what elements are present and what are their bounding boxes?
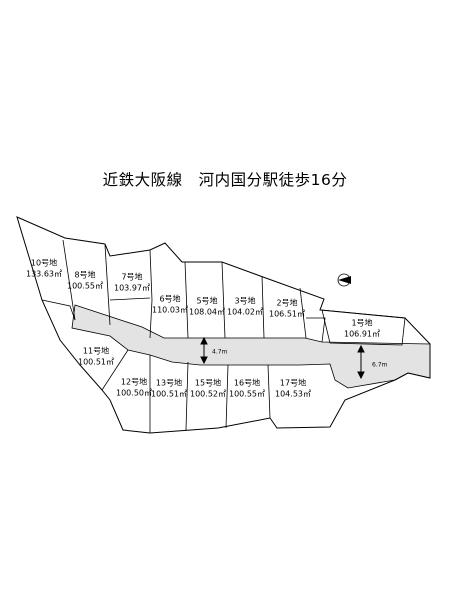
road-width-arrow-entrance xyxy=(357,344,365,380)
lot-16: 16号地 100.55㎡ xyxy=(229,379,265,400)
lot-3: 3号地 104.02㎡ xyxy=(227,297,263,318)
lot-name: 3号地 xyxy=(234,296,256,306)
lot-lines xyxy=(41,239,406,433)
lot-name: 5号地 xyxy=(196,296,218,306)
lot-name: 2号地 xyxy=(276,298,298,308)
lot-name: 1号地 xyxy=(351,318,373,328)
lot-name: 6号地 xyxy=(159,294,181,304)
road-width-inner-label: 4.7m xyxy=(212,348,228,356)
lot-name: 12号地 xyxy=(120,377,148,387)
lot-area: 100.52㎡ xyxy=(190,389,226,398)
lot-area: 106.91㎡ xyxy=(344,329,380,338)
lot-area: 100.51㎡ xyxy=(151,389,187,398)
lot-6: 6号地 110.03㎡ xyxy=(152,295,188,316)
lot-name: 10号地 xyxy=(30,258,58,268)
road-width-arrow-inner xyxy=(200,336,208,365)
lot-name: 17号地 xyxy=(279,378,307,388)
north-arrow-icon xyxy=(337,273,351,287)
lot-area: 110.03㎡ xyxy=(152,305,188,314)
lot-area: 100.50㎡ xyxy=(116,388,152,397)
road-area xyxy=(71,304,431,389)
lot-12: 12号地 100.50㎡ xyxy=(116,378,152,399)
lot-area: 103.97㎡ xyxy=(114,283,150,292)
lot-area: 106.51㎡ xyxy=(269,309,305,318)
lot-7: 7号地 103.97㎡ xyxy=(114,273,150,294)
lot-1: 1号地 106.91㎡ xyxy=(344,319,380,340)
lot-8: 8号地 100.55㎡ xyxy=(67,271,103,292)
lot-name: 7号地 xyxy=(121,272,143,282)
lot-area: 100.55㎡ xyxy=(229,389,265,398)
site-boundary xyxy=(16,216,431,434)
lot-area: 104.53㎡ xyxy=(275,389,311,398)
lot-name: 13号地 xyxy=(155,378,183,388)
lot-2: 2号地 106.51㎡ xyxy=(269,299,305,320)
lot-area: 100.55㎡ xyxy=(67,281,103,290)
lot-11: 11号地 100.51㎡ xyxy=(78,347,114,368)
lot-name: 8号地 xyxy=(74,270,96,280)
lot-name: 15号地 xyxy=(194,378,222,388)
lot-area: 100.51㎡ xyxy=(78,357,114,366)
lot-13: 13号地 100.51㎡ xyxy=(151,379,187,400)
road-width-entrance-label: 6.7m xyxy=(372,361,388,369)
lot-5: 5号地 108.04㎡ xyxy=(189,297,225,318)
lot-10: 10号地 133.63㎡ xyxy=(26,259,62,280)
lot-name: 16号地 xyxy=(233,378,261,388)
lot-area: 104.02㎡ xyxy=(227,307,263,316)
page-title: 近鉄大阪線 河内国分駅徒歩16分 xyxy=(102,171,348,189)
lot-name: 11号地 xyxy=(82,346,110,356)
lot-17: 17号地 104.53㎡ xyxy=(275,379,311,400)
lot-area: 108.04㎡ xyxy=(189,307,225,316)
lot-15: 15号地 100.52㎡ xyxy=(190,379,226,400)
lot-area: 133.63㎡ xyxy=(26,269,62,278)
